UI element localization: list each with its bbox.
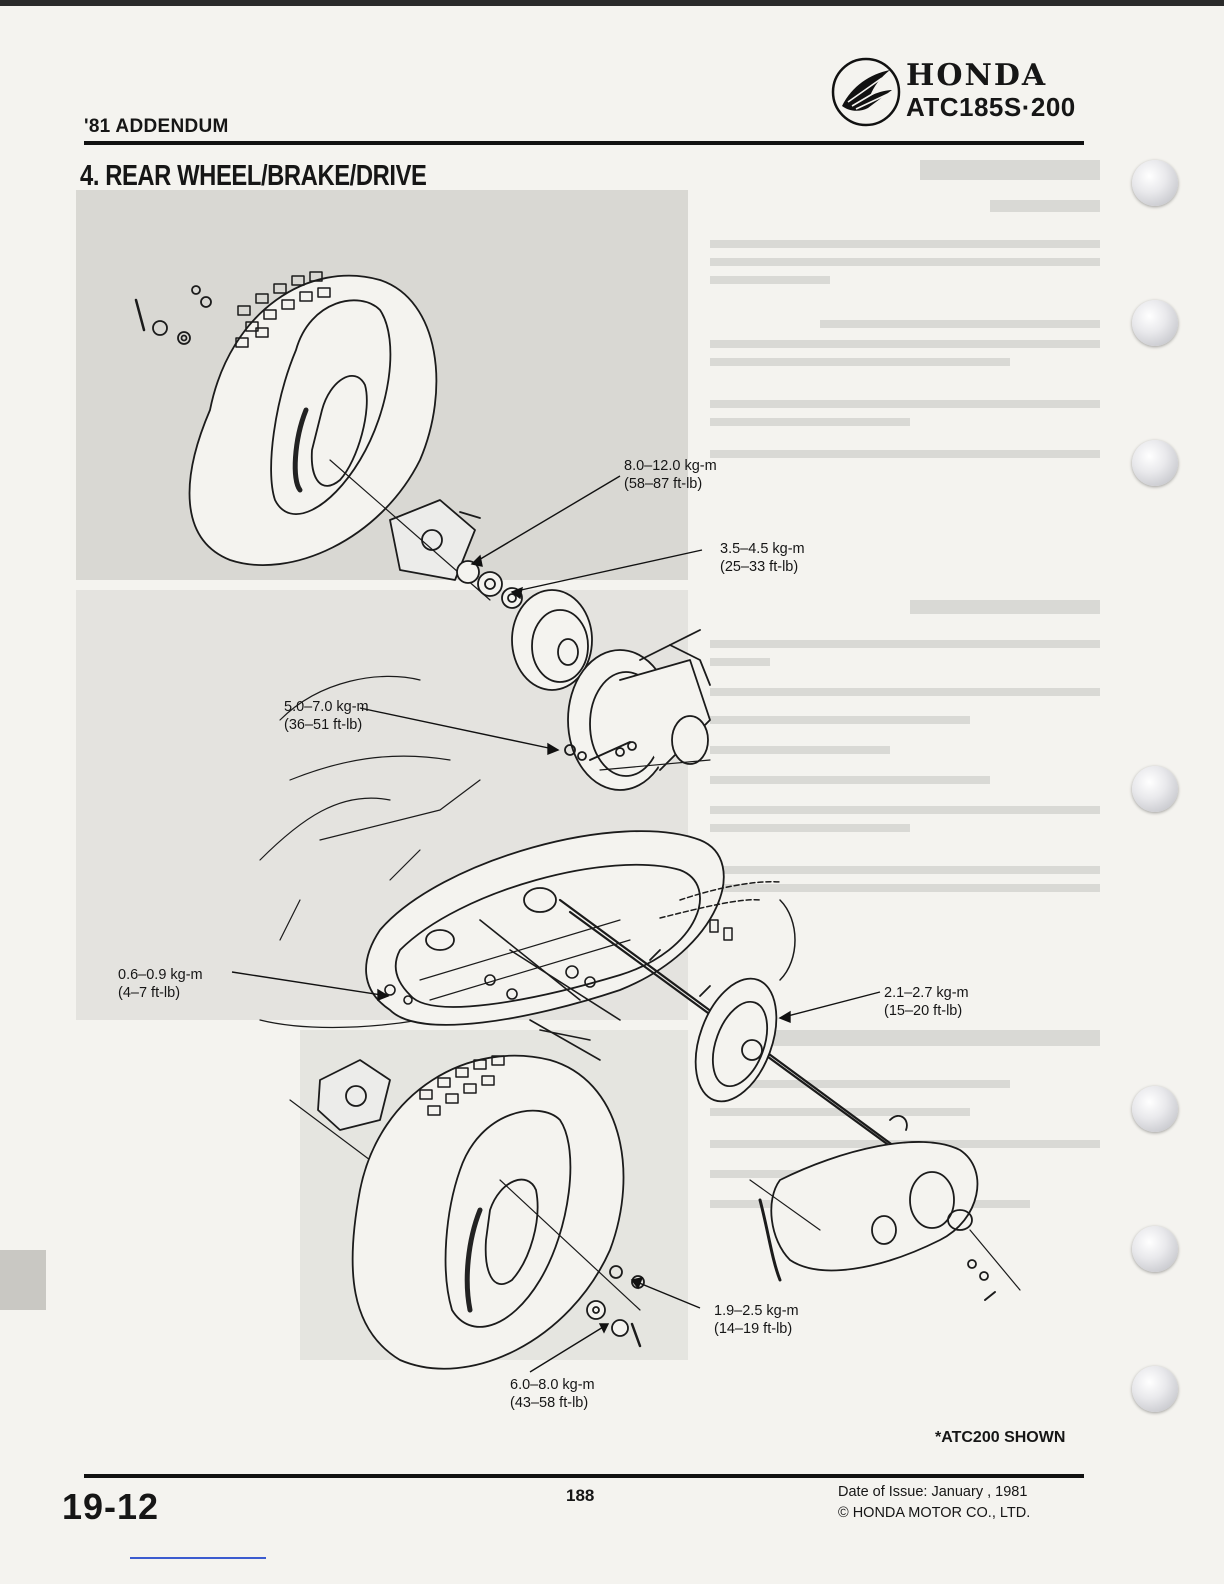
binder-hole xyxy=(1132,300,1178,346)
torque-kgm: 6.0–8.0 kg-m xyxy=(510,1377,595,1393)
rear-wheel-exploded-diagram xyxy=(134,271,1021,1373)
copyright-notice: © HONDA MOTOR CO., LTD. xyxy=(838,1505,1031,1521)
mounting-bolts xyxy=(384,919,621,1061)
torque-ftlb: (15–20 ft-lb) xyxy=(884,1003,963,1019)
torque-kgm: 3.5–4.5 kg-m xyxy=(720,541,805,557)
header-rule xyxy=(84,141,1084,145)
lower-hub xyxy=(289,1059,391,1161)
torque-callout-hub-nut: 6.0–8.0 kg-m (43–58 ft-lb) xyxy=(510,1376,595,1412)
drive-chain xyxy=(659,880,796,981)
torque-kgm: 5.0–7.0 kg-m xyxy=(284,699,369,715)
torque-callout-axle-nut: 8.0–12.0 kg-m (58–87 ft-lb) xyxy=(624,457,717,493)
torque-kgm: 2.1–2.7 kg-m xyxy=(884,985,969,1001)
torque-callout-sprocket: 2.1–2.7 kg-m (15–20 ft-lb) xyxy=(884,984,969,1020)
torque-callout-lock-nut: 3.5–4.5 kg-m (25–33 ft-lb) xyxy=(720,540,805,576)
honda-wing-logo xyxy=(831,57,901,127)
torque-kgm: 8.0–12.0 kg-m xyxy=(624,458,717,474)
binder-hole xyxy=(1132,1086,1178,1132)
binder-hole xyxy=(1132,1226,1178,1272)
torque-ftlb: (25–33 ft-lb) xyxy=(720,559,799,575)
binder-hole xyxy=(1132,160,1178,206)
upper-rear-tire xyxy=(188,274,438,566)
chain-case xyxy=(365,830,725,1026)
brand-name: HONDA xyxy=(906,58,1048,93)
torque-callout-brake-panel: 5.0–7.0 kg-m (36–51 ft-lb) xyxy=(284,698,369,734)
torque-ftlb: (4–7 ft-lb) xyxy=(118,985,181,1001)
axle-housing xyxy=(749,1115,1021,1291)
binder-hole xyxy=(1132,440,1178,486)
addendum-label: '81 ADDENDUM xyxy=(84,116,229,137)
model-name: ATC185S·200 xyxy=(906,92,1076,122)
scan-underline-mark xyxy=(130,1557,266,1559)
torque-ftlb: (14–19 ft-lb) xyxy=(714,1321,793,1337)
page-number: 188 xyxy=(566,1486,595,1505)
footer-rule xyxy=(84,1474,1084,1478)
section-page-code: 19-12 xyxy=(62,1486,160,1527)
frame-sketch xyxy=(259,675,481,1029)
torque-kgm: 0.6–0.9 kg-m xyxy=(118,967,203,983)
torque-ftlb: (43–58 ft-lb) xyxy=(510,1395,589,1411)
brake-panel xyxy=(567,629,711,791)
page-edge-shadow xyxy=(0,1250,46,1310)
torque-callout-case-bolt: 0.6–0.9 kg-m (4–7 ft-lb) xyxy=(118,966,203,1002)
torque-ftlb: (36–51 ft-lb) xyxy=(284,717,363,733)
lower-tread xyxy=(419,1055,505,1116)
model-shown-note: *ATC200 SHOWN xyxy=(935,1429,1066,1446)
torque-ftlb: (58–87 ft-lb) xyxy=(624,476,703,492)
upper-tread xyxy=(235,271,331,348)
torque-kgm: 1.9–2.5 kg-m xyxy=(714,1303,799,1319)
top-edge-rule xyxy=(0,0,1224,6)
brand-block: HONDA ATC185S·200 xyxy=(830,52,1090,132)
sprocket xyxy=(694,977,778,1103)
section-title: 4. REAR WHEEL/BRAKE/DRIVE xyxy=(80,160,427,192)
issue-date: Date of Issue: January , 1981 xyxy=(838,1484,1028,1500)
brake-drum xyxy=(511,589,593,691)
leader-lines xyxy=(231,475,881,1373)
lower-rear-tire xyxy=(351,1054,625,1370)
torque-callout-wheel-nut: 1.9–2.5 kg-m (14–19 ft-lb) xyxy=(714,1302,799,1338)
binder-hole xyxy=(1132,1366,1178,1412)
binder-hole xyxy=(1132,766,1178,812)
